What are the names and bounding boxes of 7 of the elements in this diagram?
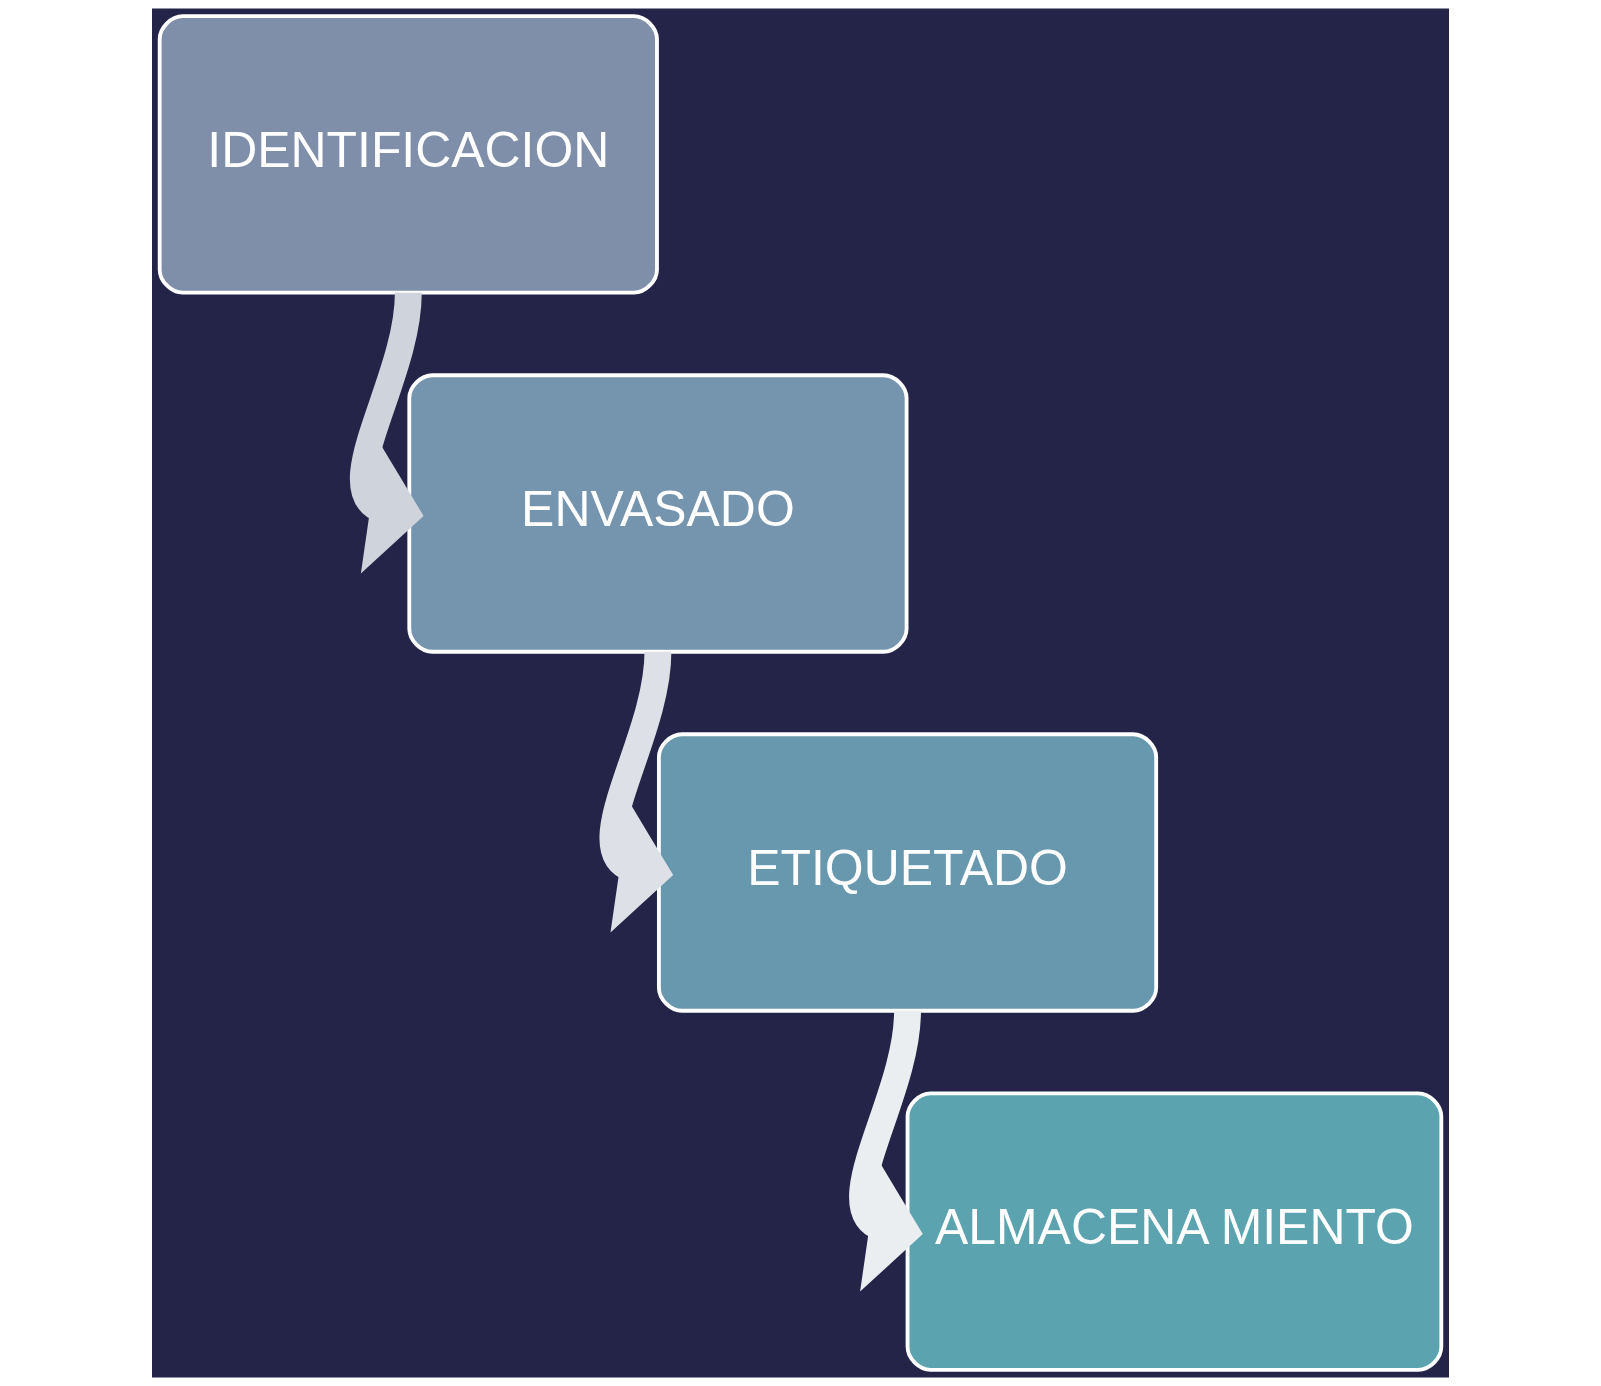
node-box: ALMACENA MIENTO bbox=[905, 1091, 1444, 1372]
node-box: ETIQUETADO bbox=[657, 732, 1159, 1013]
arrow bbox=[849, 1009, 923, 1292]
node-box: ENVASADO bbox=[407, 373, 909, 654]
node-box: IDENTIFICACION bbox=[157, 14, 659, 295]
arrow bbox=[599, 650, 674, 933]
arrow bbox=[349, 291, 424, 574]
